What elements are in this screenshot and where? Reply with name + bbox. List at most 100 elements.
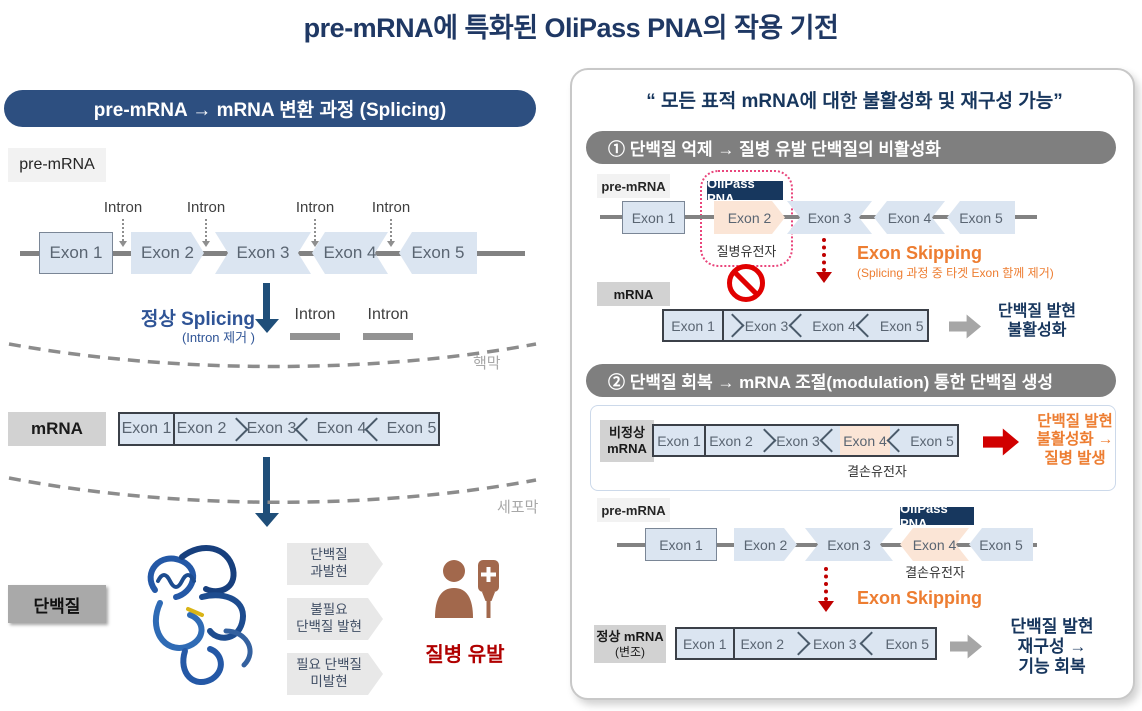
exon-shape: Exon 3 [787, 201, 872, 234]
splicing-arrow-stem [263, 283, 270, 319]
strip-separator [704, 426, 706, 455]
cell-membrane-label: 세포막 [497, 499, 539, 516]
section1-header-label: ① 단백질 억제 → 질병 유발 단백질의 비활성화 [608, 140, 941, 159]
exon-label: Exon 5 [910, 432, 954, 449]
exon-label: Exon 3 [807, 209, 852, 226]
cell-membrane-curve [8, 476, 537, 504]
section1-result: 단백질 발현 불활성화 [977, 303, 1097, 341]
exon-label: Exon 2 [141, 243, 194, 262]
exon-shape: Exon 1 [39, 232, 113, 274]
exon-label: Exon 3 [236, 243, 290, 262]
legend-intron-bar [363, 333, 413, 340]
disease-gene-label: 질병유전자 [716, 244, 777, 259]
result-line: 단백질 발현 [1010, 617, 1094, 636]
exon-label: Exon 4 [887, 209, 932, 226]
exon-label: Exon 1 [671, 317, 715, 334]
exon-label: Exon 2 [740, 635, 785, 652]
intron-pointer-arrowhead [202, 241, 210, 247]
nuclear-membrane-label: 핵막 [473, 355, 501, 372]
intron-label: Intron [295, 199, 335, 216]
exon-shape-olipass-bound: Exon 2 [714, 201, 785, 234]
chevron-left-icon [823, 426, 840, 455]
chevron-left-icon [298, 414, 315, 444]
outcome-line: 필요 단백질 [296, 657, 362, 673]
exon-label: Exon 5 [959, 209, 1003, 226]
exon-label: Exon 5 [979, 536, 1023, 553]
exon-label: Exon 4 [812, 317, 856, 334]
outcome-arrow: 단백질 과발현 [287, 543, 383, 585]
strip-separator [173, 414, 175, 444]
panel-quote-title: “ 모든 표적 mRNA에 대한 불활성화 및 재구성 가능” [646, 91, 1063, 112]
normal-mrna-strip: Exon 1 Exon 2 Exon 3 Exon 5 [675, 627, 937, 660]
exon-shape: Exon 1 [622, 201, 685, 234]
right-panel: “ 모든 표적 mRNA에 대한 불활성화 및 재구성 가능” ① 단백질 억제… [570, 68, 1135, 700]
olipass-pna-badge: OliPass PNA [900, 501, 974, 531]
exon-label: Exon 1 [682, 635, 727, 652]
pre-mrna-tag-label: pre-mRNA [601, 502, 666, 518]
exon-label: Exon 5 [411, 243, 465, 262]
mrna-tag: mRNA [597, 282, 670, 306]
chevron-right-icon [756, 426, 773, 455]
exon-label: Exon 2 [176, 420, 227, 437]
result-line: 단백질 발현 [1037, 413, 1113, 430]
nuclear-membrane-curve [8, 342, 537, 369]
outcome-line: 불필요 [310, 602, 348, 618]
exon-label: Exon 2 [727, 209, 772, 226]
protein-tag: 단백질 [8, 585, 106, 623]
result-line: 재구성 → [1017, 637, 1087, 657]
outcome-line: 단백질 발현 [296, 619, 362, 634]
exon-shape: Exon 3 [805, 528, 893, 561]
exon-skipping-arrow-head [816, 272, 832, 283]
strip-separator [732, 629, 735, 658]
chevron-right-icon [228, 414, 245, 444]
abnormal-mrna-tag-line: mRNA [607, 441, 647, 456]
exon-label: Exon 5 [885, 635, 930, 652]
chevron-left-icon [863, 629, 880, 658]
mrna-tag-label: mRNA [31, 419, 83, 438]
exon-label: Exon 1 [631, 209, 676, 226]
intron-label: Intron [186, 199, 226, 216]
section2-header-label: ② 단백질 회복 → mRNA 조절(modulation) 통한 단백질 생성 [608, 373, 1053, 392]
pre-mrna-tag-label: pre-mRNA [19, 156, 95, 173]
mrna-tag-label: mRNA [613, 286, 654, 302]
protein-tag-label: 단백질 [33, 596, 81, 616]
exon-label: Exon 5 [879, 317, 924, 334]
exon-label: Exon 3 [776, 432, 820, 449]
exon-label: Exon 1 [121, 420, 172, 437]
exon-label: Exon 1 [657, 432, 701, 449]
exon-skipping-subtitle: (Splicing 과정 중 타겟 Exon 함께 제거) [857, 266, 1054, 280]
chevron-left-icon [792, 311, 809, 340]
exon-label: Exon 4 [323, 243, 377, 262]
normal-mrna-tag: 정상 mRNA (변조) [594, 625, 666, 663]
outcome-line: 미발현 [310, 674, 348, 689]
intron-pointer-arrow [205, 219, 207, 241]
splicing-arrow-head [255, 319, 279, 333]
normal-mrna-tag-line: (변조) [614, 644, 646, 659]
chevron-left-icon [368, 414, 385, 444]
intron-pointer-arrow [122, 219, 124, 241]
section2-result: 단백질 발현 재구성 → 기능 회복 [987, 617, 1117, 677]
abnormal-mrna-tag-line: 비정상 [609, 425, 645, 441]
disease-caused-label: 질병 유발 [425, 644, 505, 666]
abnormal-mrna-box [590, 405, 1116, 491]
chevron-left-icon [890, 426, 907, 455]
abnormal-mrna-strip: Exon 1 Exon 2 Exon 3 Exon 4 Exon 5 [652, 424, 959, 457]
left-panel-header: pre-mRNA → mRNA 변환 과정 (Splicing) [4, 90, 536, 127]
exon-shape: Exon 5 [947, 201, 1015, 234]
pre-mrna-tag: pre-mRNA [8, 148, 106, 182]
exon-label: Exon 4 [912, 536, 957, 553]
prohibition-icon [727, 264, 765, 302]
legend-intron-bar [290, 333, 340, 340]
exon-label: Exon 3 [744, 317, 789, 334]
exon-label: Exon 5 [386, 420, 437, 437]
splicing-subtitle: (Intron 제거 ) [181, 330, 255, 345]
outcome-line: 과발현 [310, 564, 348, 579]
exon-label: Exon 3 [246, 420, 297, 437]
exon-label: Exon 4 [316, 420, 367, 437]
exon-label: Exon 3 [827, 536, 871, 553]
intron-label: Intron [103, 199, 143, 216]
outcome-line: 단백질 [310, 547, 348, 563]
chevron-right-icon [790, 629, 807, 658]
normal-mrna-tag-line: 정상 mRNA [596, 629, 664, 644]
